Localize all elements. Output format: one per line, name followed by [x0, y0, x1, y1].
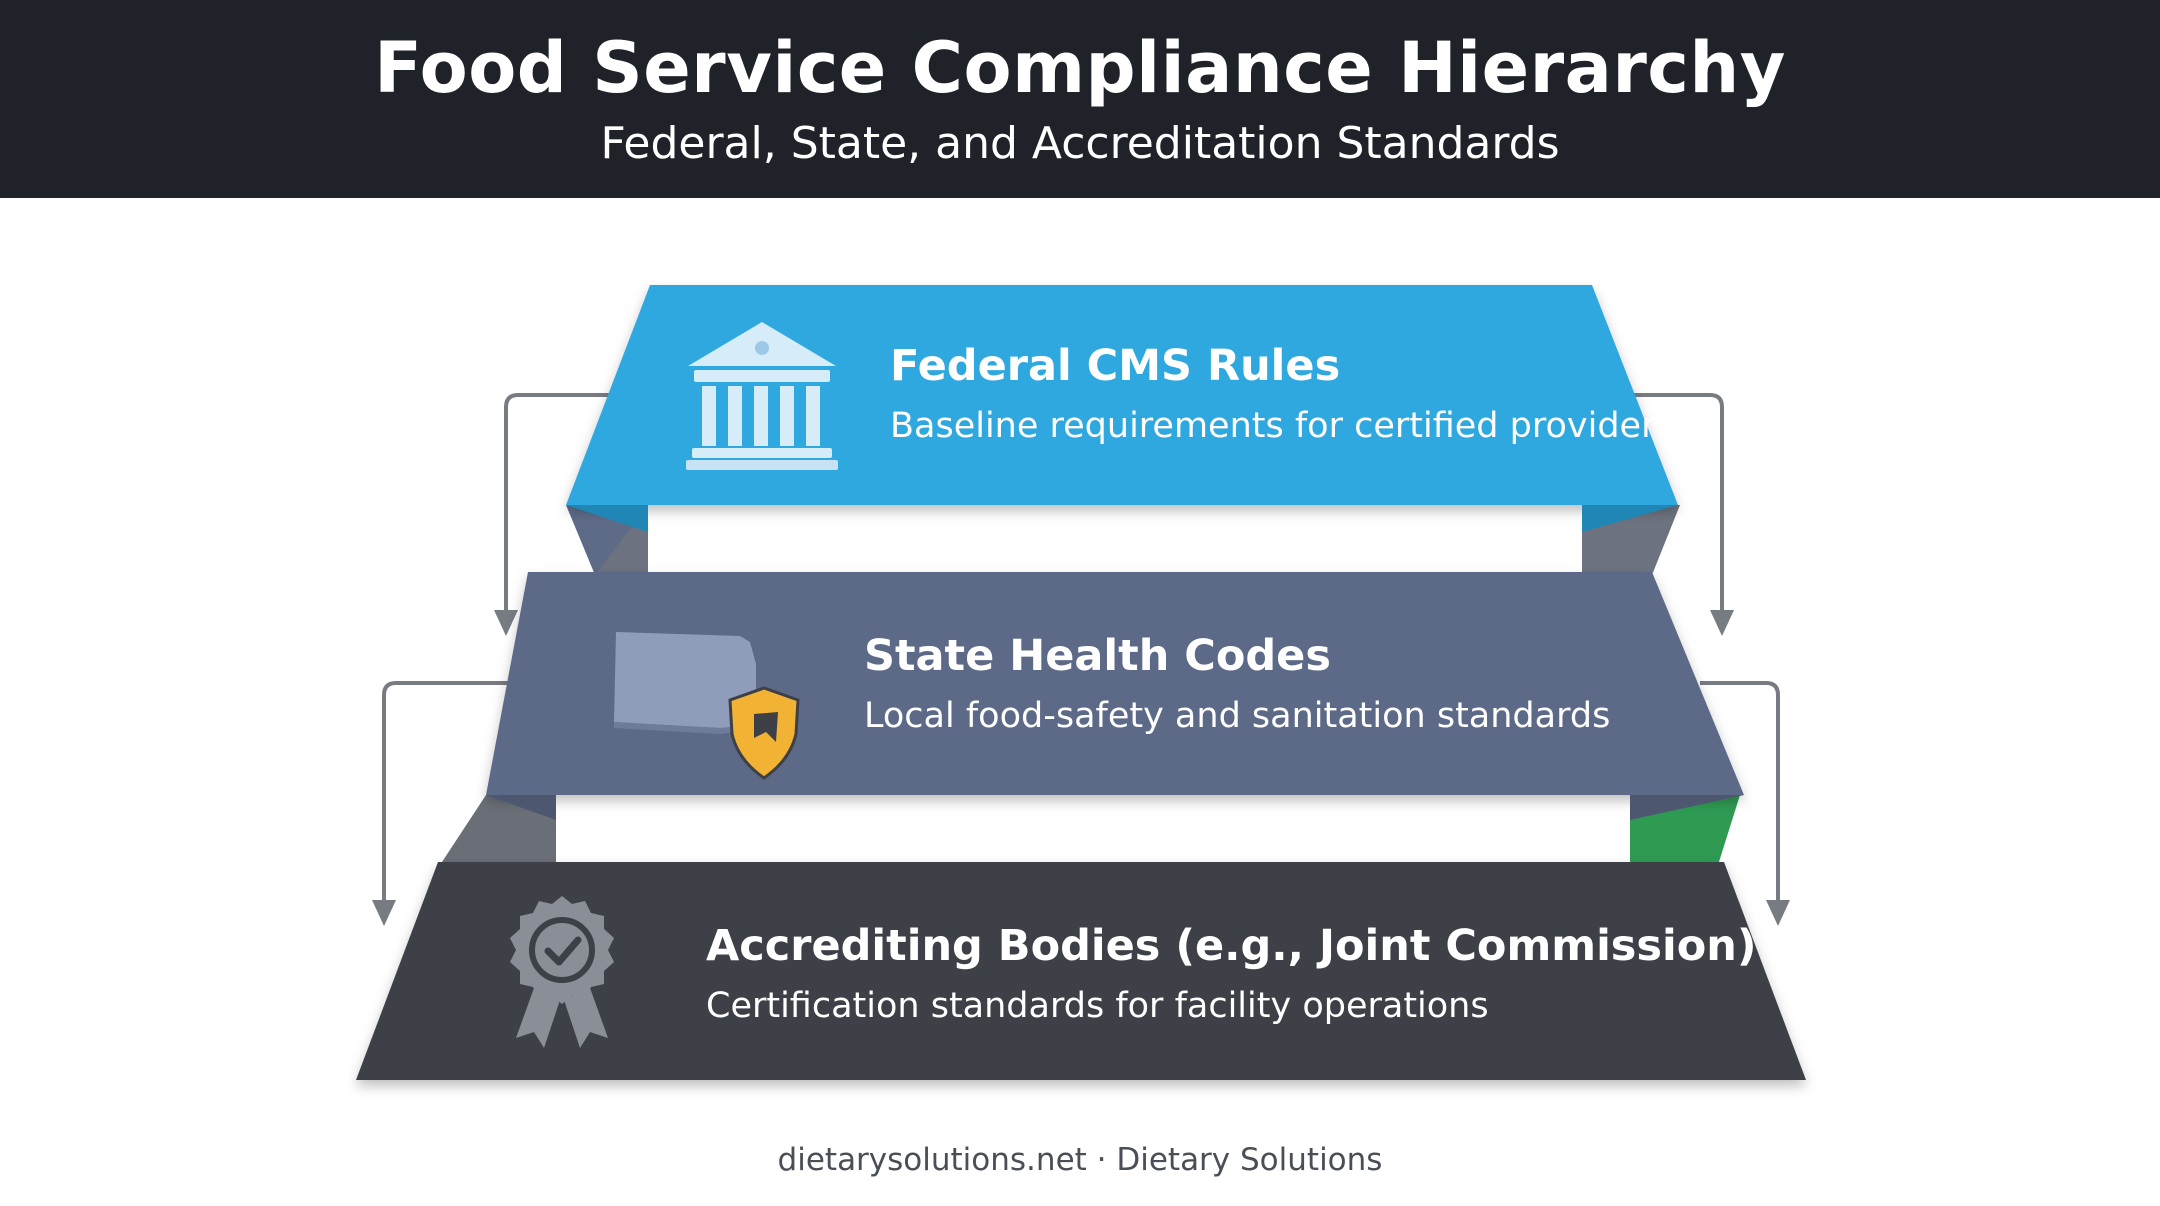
government-building-icon: [686, 322, 838, 470]
tier-accrediting: [356, 862, 1806, 1080]
tier-federal-description: Baseline requirements for certified prov…: [890, 406, 1674, 446]
connector-arrows: [372, 393, 1790, 926]
certification-badge-icon: [510, 896, 614, 1048]
tier-state-title: State Health Codes: [864, 631, 1331, 681]
page-subtitle: Federal, State, and Accreditation Standa…: [600, 118, 1560, 169]
arrow-federal-to-state-left: [504, 393, 610, 625]
tier-federal-title: Federal CMS Rules: [890, 341, 1341, 391]
tier-state: [486, 572, 1744, 820]
page-title: Food Service Compliance Hierarchy: [374, 27, 1786, 109]
tier-federal: [566, 285, 1678, 532]
state-map-shield-icon: [614, 632, 800, 780]
tier-accrediting-description: Certification standards for facility ope…: [706, 986, 1489, 1026]
arrow-federal-to-state-right: [1632, 393, 1724, 625]
header-banner: Food Service Compliance Hierarchy Federa…: [0, 0, 2160, 198]
arrow-state-to-accred-left: [382, 681, 540, 915]
tier-accrediting-title: Accrediting Bodies (e.g., Joint Commissi…: [706, 921, 1757, 971]
arrow-state-to-accred-right: [1700, 681, 1780, 915]
footer-credit: dietarysolutions.net · Dietary Solutions: [777, 1142, 1383, 1178]
tier-state-description: Local food-safety and sanitation standar…: [864, 696, 1611, 736]
